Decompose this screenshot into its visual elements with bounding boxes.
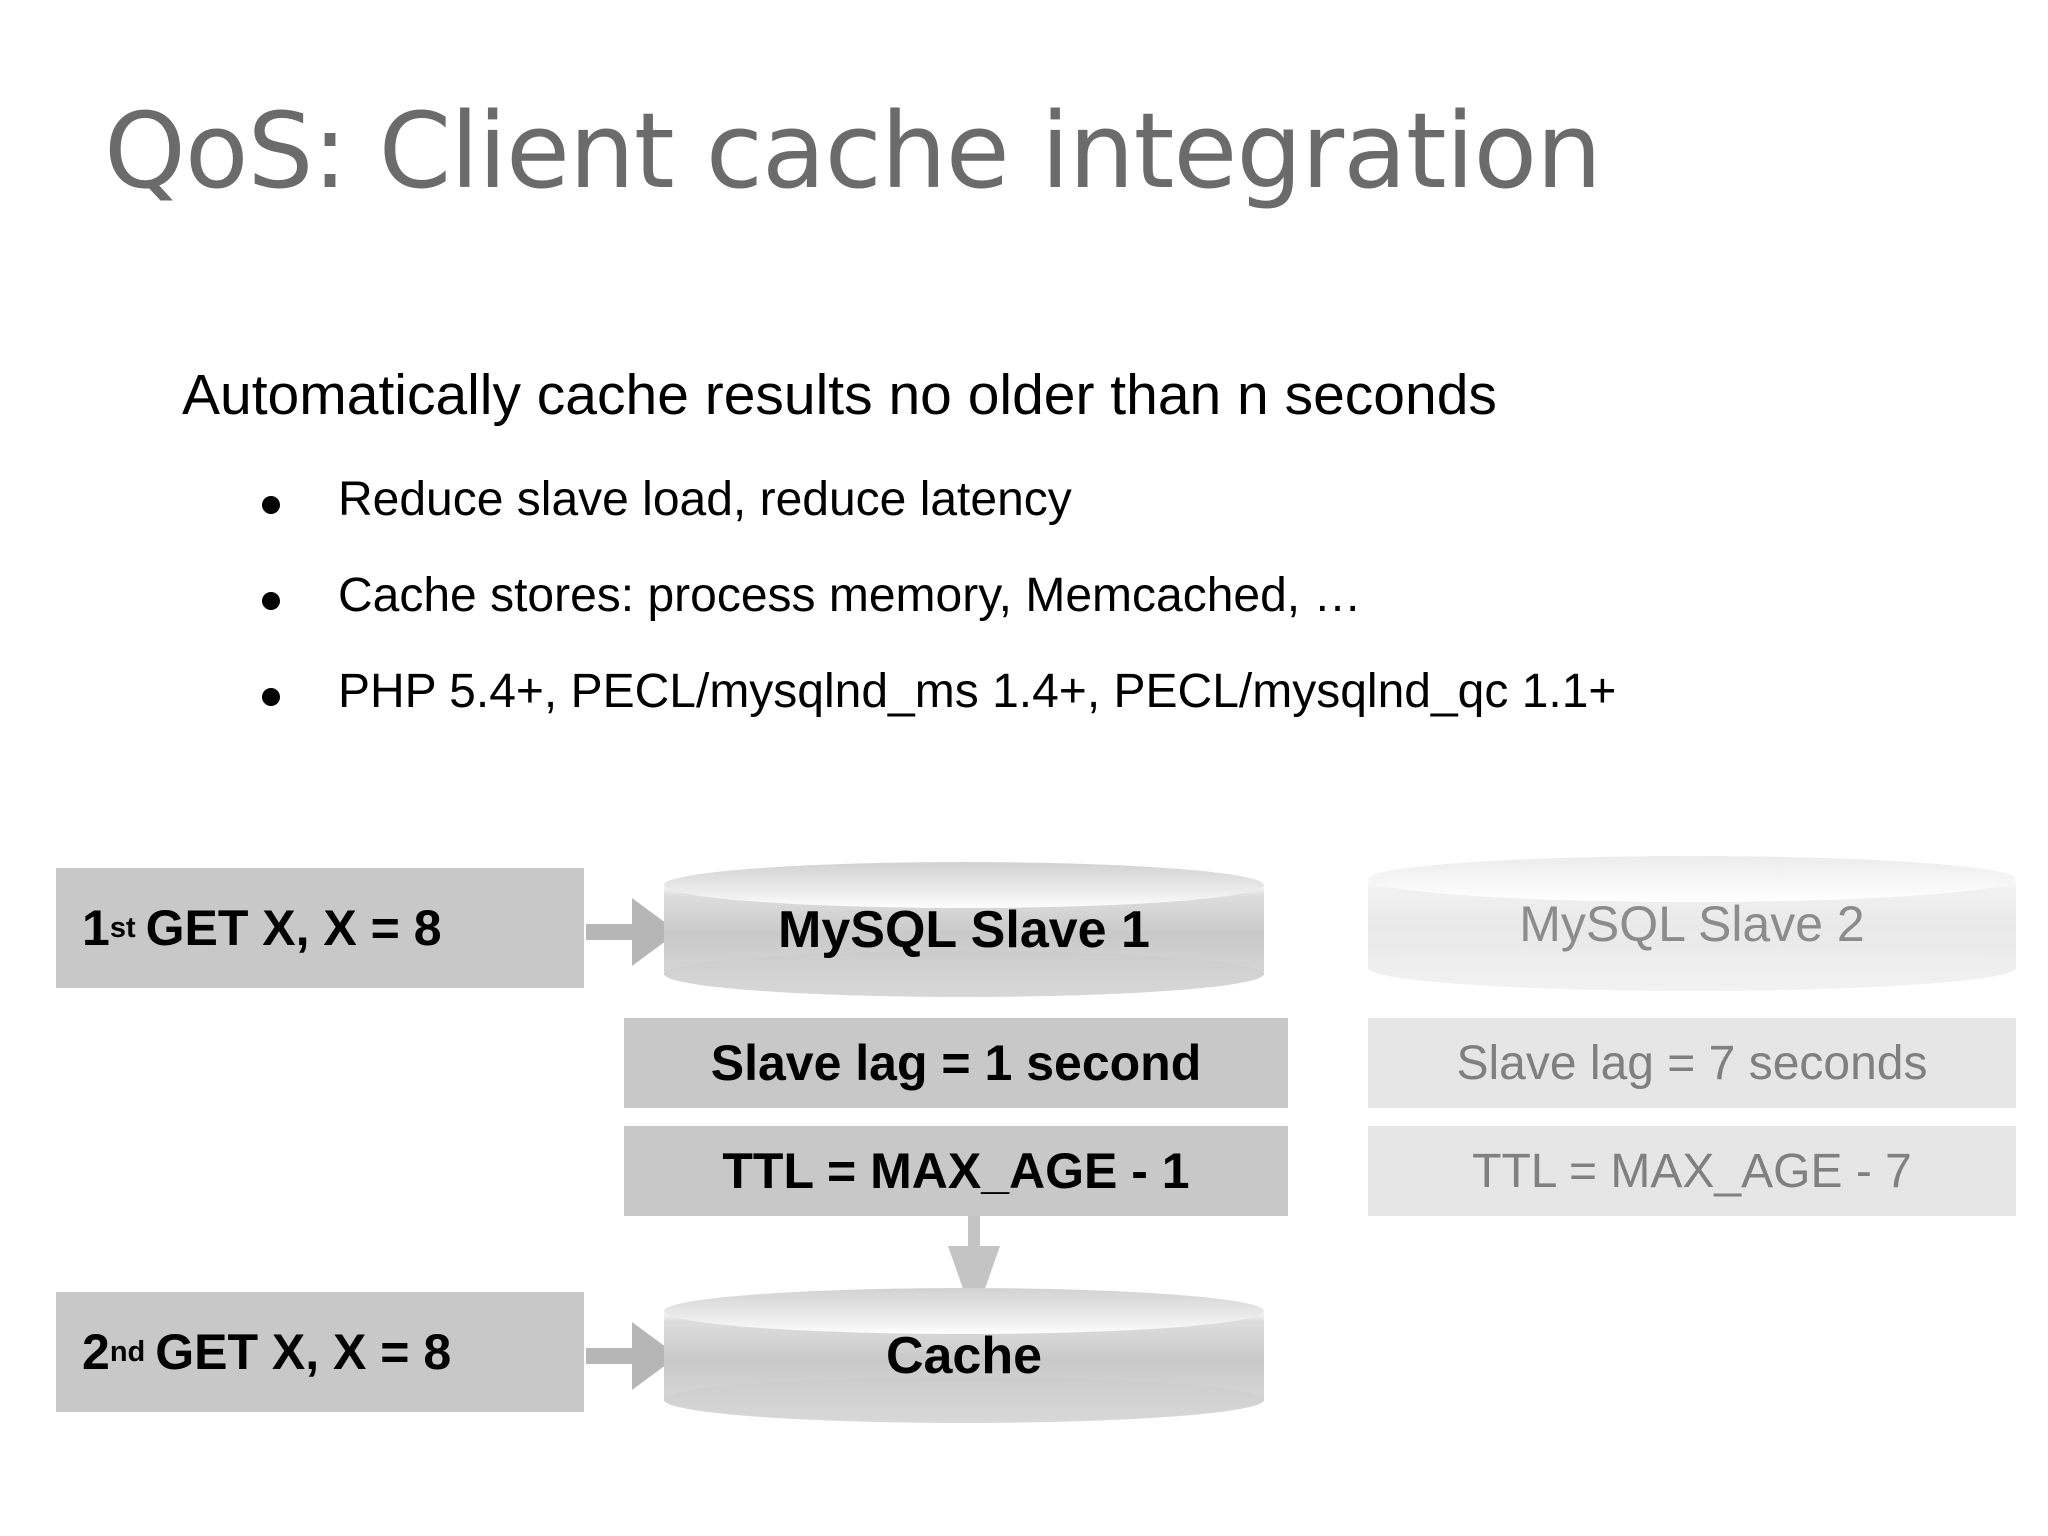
list-item: PHP 5.4+, PECL/mysqlnd_ms 1.4+, PECL/mys…	[262, 662, 1962, 758]
slave2-ttl-label: TTL = MAX_AGE - 7	[1472, 1144, 1912, 1198]
second-get-label: GET X, X = 8	[155, 1324, 452, 1380]
cache-cylinder: Cache	[664, 1288, 1264, 1423]
slave2-lag-label: Slave lag = 7 seconds	[1456, 1036, 1928, 1090]
first-get-label: GET X, X = 8	[145, 900, 442, 956]
cylinder-top	[1368, 856, 2016, 902]
slave1-lag-label: Slave lag = 1 second	[710, 1035, 1202, 1091]
lead-statement: Automatically cache results no older tha…	[182, 363, 1497, 427]
cylinder-bottom	[664, 1377, 1264, 1423]
mysql-slave-1-label: MySQL Slave 1	[778, 900, 1150, 959]
bullet-dot-icon	[262, 496, 280, 514]
slave2-lag-box: Slave lag = 7 seconds	[1368, 1018, 2016, 1108]
first-get-ordinal: 1	[82, 900, 110, 956]
slave1-lag-box: Slave lag = 1 second	[624, 1018, 1288, 1108]
cache-label: Cache	[885, 1326, 1043, 1385]
bullet-dot-icon	[262, 688, 280, 706]
cylinder-top	[664, 862, 1264, 908]
second-get-ordinal: 2	[82, 1324, 110, 1380]
mysql-slave-2-cylinder: MySQL Slave 2	[1368, 856, 2016, 991]
page-title: QoS: Client cache integration	[104, 90, 1602, 212]
mysql-slave-1-cylinder: MySQL Slave 1	[664, 862, 1264, 997]
bullet-list: Reduce slave load, reduce latency Cache …	[262, 470, 1962, 758]
slave1-ttl-label: TTL = MAX_AGE - 1	[722, 1143, 1190, 1199]
cylinder-bottom	[1368, 945, 2016, 991]
bullet-text: Cache stores: process memory, Memcached,…	[338, 569, 1362, 622]
bullet-dot-icon	[262, 592, 280, 610]
mysql-slave-2-label: MySQL Slave 2	[1519, 895, 1865, 952]
bullet-text: Reduce slave load, reduce latency	[338, 473, 1072, 526]
list-item: Cache stores: process memory, Memcached,…	[262, 566, 1962, 662]
cylinder-top	[664, 1288, 1264, 1334]
list-item: Reduce slave load, reduce latency	[262, 470, 1962, 566]
cylinder-bottom	[664, 951, 1264, 997]
slave2-ttl-box: TTL = MAX_AGE - 7	[1368, 1126, 2016, 1216]
bullet-text: PHP 5.4+, PECL/mysqlnd_ms 1.4+, PECL/mys…	[338, 665, 1617, 718]
slave1-ttl-box: TTL = MAX_AGE - 1	[624, 1126, 1288, 1216]
